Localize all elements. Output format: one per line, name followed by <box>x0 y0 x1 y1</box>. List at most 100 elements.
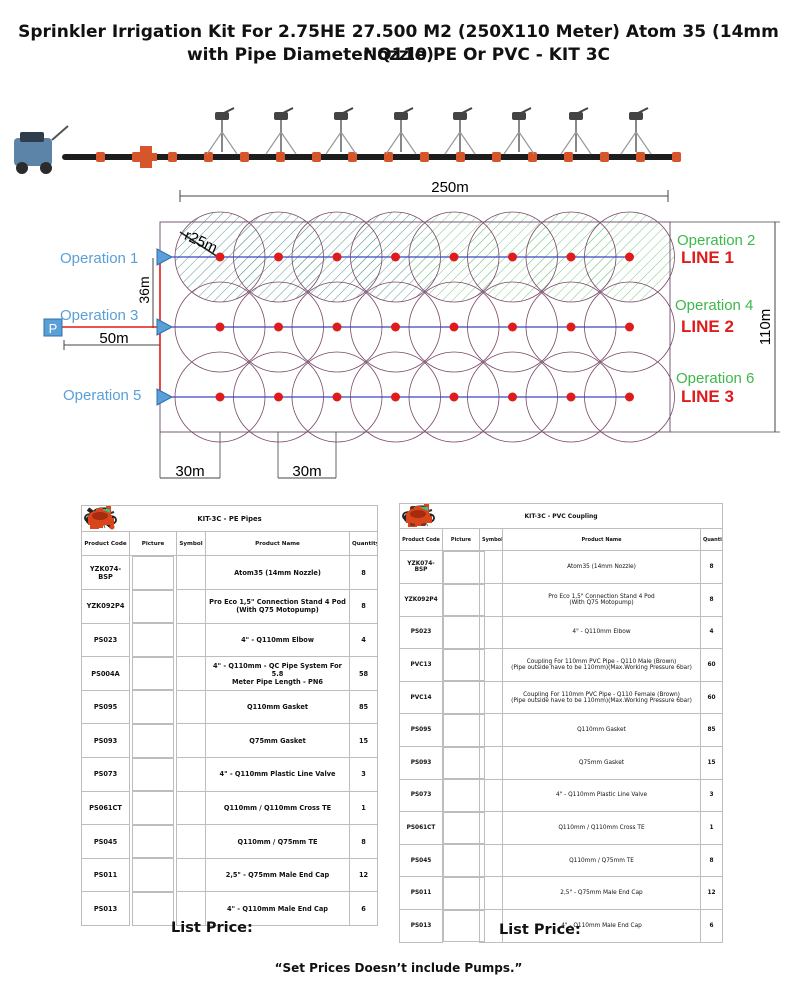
product-code: PS045 <box>81 824 130 859</box>
list-price-pvc: List Price: <box>499 922 581 938</box>
header-symbol: Symbol <box>176 531 206 556</box>
product-code: PS073 <box>399 778 443 813</box>
product-quantity: 85 <box>699 713 724 748</box>
product-name: Q110mm / Q75mm TE <box>205 824 350 859</box>
product-quantity: 15 <box>699 746 724 780</box>
product-quantity: 1 <box>348 790 379 826</box>
product-code: PS004A <box>81 656 130 691</box>
product-name: 4" - Q110mm Plastic Line Valve <box>502 778 701 813</box>
sprinkler-dot <box>215 252 225 262</box>
product-symbol <box>479 549 503 585</box>
sprinkler-stand-icon <box>325 107 357 155</box>
product-symbol <box>176 656 206 691</box>
dimension-lateral: 36m <box>136 258 154 328</box>
sprinkler-dot <box>332 392 342 402</box>
product-code: PS061CT <box>399 811 443 845</box>
product-symbol <box>176 824 206 859</box>
header-picture: Picture <box>442 528 480 551</box>
sprinkler-dot <box>508 322 517 332</box>
sprinkler-positions <box>215 252 634 402</box>
sprinkler-dot <box>566 392 576 402</box>
coupling <box>168 152 177 162</box>
dimension-height: 110m <box>670 221 780 433</box>
dimension-spacing: 30m 30m <box>159 432 337 480</box>
product-symbol <box>176 622 206 658</box>
coupling <box>96 152 105 162</box>
pvc-table-caption: KIT-3C - PVC Coupling <box>398 503 724 529</box>
product-name: 4" - Q110mm Plastic Line Valve <box>205 757 350 792</box>
coupling <box>276 152 285 162</box>
sprinkler-dot <box>625 392 634 402</box>
product-picture <box>83 512 174 758</box>
operation-2-label: Operation 2 <box>677 232 755 249</box>
product-quantity: 3 <box>348 757 379 792</box>
dimension-main: 50m <box>63 330 160 350</box>
spacing2-label: 30m <box>292 463 321 480</box>
main-label: 50m <box>99 330 128 347</box>
coupling <box>492 152 501 162</box>
sprinkler-stand-icon <box>620 107 652 155</box>
coupling <box>204 152 213 162</box>
product-picture <box>89 510 174 590</box>
sprinkler-dot <box>566 322 576 332</box>
product-symbol <box>479 876 503 911</box>
product-quantity: 8 <box>348 589 379 624</box>
sprinkler-dot <box>449 322 459 332</box>
product-name: Pro Eco 1,5" Connection Stand 4 Pod (Wit… <box>205 589 350 624</box>
product-code: YZK074-BSP <box>399 549 443 585</box>
list-price-pe: List Price: <box>171 920 253 936</box>
product-name: Atom35 (14mm Nozzle) <box>502 549 701 585</box>
product-name: Q110mm Gasket <box>205 689 350 725</box>
sprinkler-stand-icon <box>206 107 238 155</box>
product-quantity: 12 <box>699 876 724 911</box>
product-code: PS093 <box>399 746 443 780</box>
equipment-illustration <box>14 107 681 174</box>
operation-4-label: Operation 4 <box>675 297 753 314</box>
product-picture <box>83 512 174 724</box>
product-quantity: 58 <box>348 656 379 691</box>
product-symbol <box>176 554 206 591</box>
product-symbol <box>176 723 206 759</box>
operation-1-label: Operation 1 <box>60 250 138 267</box>
sprinkler-stand-icon <box>385 107 417 155</box>
operation-6-label: Operation 6 <box>676 370 754 387</box>
coupling <box>636 152 645 162</box>
coupling <box>312 152 321 162</box>
product-code: PS011 <box>81 857 130 893</box>
sprinkler-dot <box>625 252 634 262</box>
product-name: 2,5" - Q75mm Male End Cap <box>205 857 350 893</box>
sprinkler-dot <box>625 322 634 332</box>
product-symbol <box>479 583 503 617</box>
valve-line2-icon <box>156 318 174 336</box>
header-product-name: Product Name <box>205 531 350 556</box>
product-quantity: 8 <box>348 554 379 591</box>
product-symbol <box>176 790 206 826</box>
product-name: 4" - Q110mm Elbow <box>502 615 701 650</box>
product-symbol <box>479 746 503 780</box>
line-3-label: LINE 3 <box>681 387 734 406</box>
product-code: PS011 <box>399 876 443 911</box>
operation-3-label: Operation 3 <box>60 307 138 324</box>
sprinkler-dot <box>449 392 459 402</box>
product-code: PS095 <box>399 713 443 748</box>
product-name: 4" - Q110mm Male End Cap <box>502 909 701 943</box>
header-quantity: Quantity <box>348 531 379 556</box>
product-quantity: 8 <box>348 824 379 859</box>
layout-diagram: 250m 110m r25m 36m 50m 30m 30m <box>14 107 780 480</box>
sprinkler-stand-icon <box>265 107 297 155</box>
sprinkler-dot <box>391 392 400 402</box>
coupling <box>456 152 465 162</box>
product-code: PS023 <box>399 615 443 650</box>
product-symbol <box>479 713 503 748</box>
